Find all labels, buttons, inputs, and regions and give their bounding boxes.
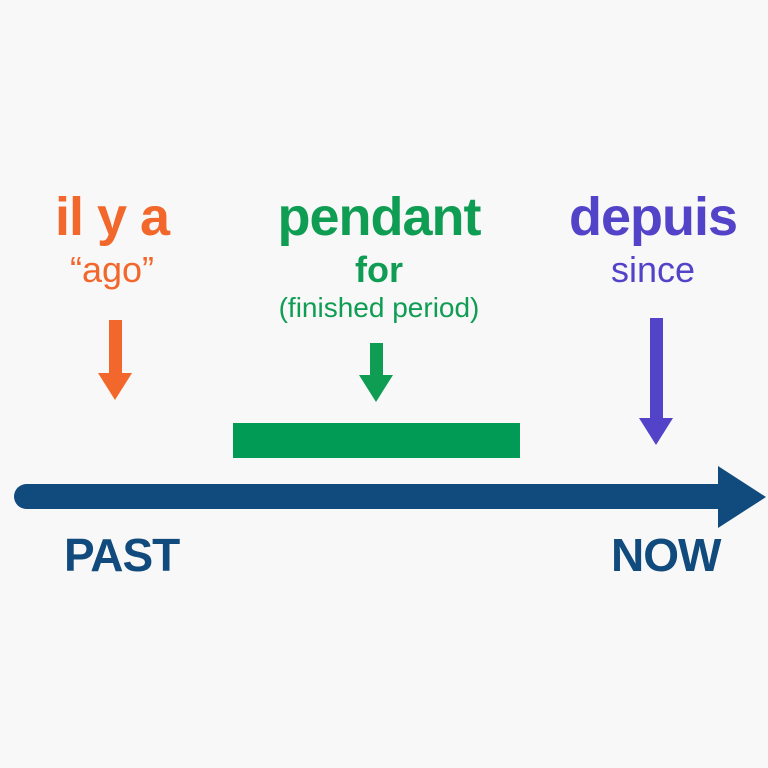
timeline-axis: [14, 484, 720, 509]
ago-down-arrow-icon: [98, 320, 132, 400]
arrow-head: [639, 418, 673, 445]
pendant-down-arrow-icon: [359, 343, 393, 402]
translation-ago: “ago”: [69, 249, 155, 290]
arrow-shaft: [369, 343, 383, 375]
note-finished-period: (finished period): [278, 292, 480, 323]
arrow-head: [359, 375, 393, 402]
now-label: NOW: [611, 529, 721, 581]
arrow-head: [98, 373, 132, 400]
term-depuis: depuis: [568, 187, 738, 247]
group-pendant: pendant for (finished period): [268, 188, 490, 324]
group-depuis: depuis since: [553, 188, 753, 290]
arrow-shaft: [649, 318, 663, 418]
term-pendant: pendant: [277, 187, 482, 247]
term-il-y-a: il y a: [54, 187, 170, 247]
timeline-right-arrow-icon: [718, 466, 766, 528]
arrow-shaft: [108, 320, 122, 373]
finished-period-bar: [233, 423, 520, 458]
depuis-down-arrow-icon: [639, 318, 673, 445]
past-label: PAST: [64, 529, 180, 581]
group-il-y-a: il y a “ago”: [12, 188, 212, 290]
translation-for: for: [355, 249, 403, 290]
translation-since: since: [610, 249, 696, 290]
